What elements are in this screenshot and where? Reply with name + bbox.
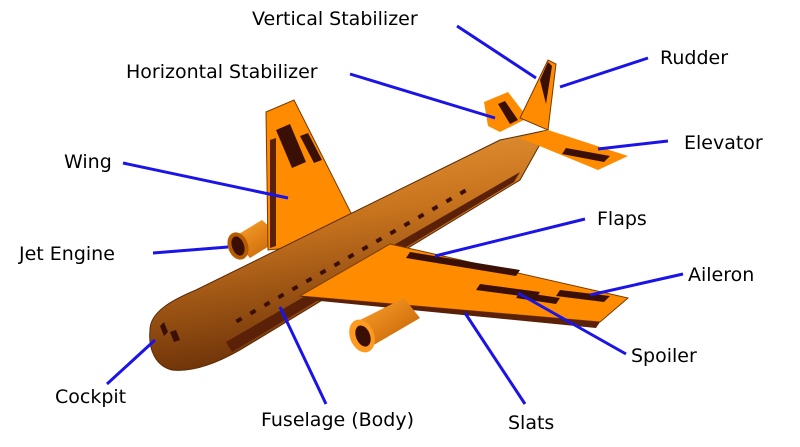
leader-fuselage xyxy=(278,306,328,405)
near-jet-engine xyxy=(349,298,420,353)
label-vertical-stabilizer: Vertical Stabilizer xyxy=(252,8,418,30)
label-elevator: Elevator xyxy=(684,132,763,154)
labels: Vertical Stabilizer Horizontal Stabilize… xyxy=(18,8,763,434)
far-horizontal-stabilizer xyxy=(484,92,528,132)
label-flaps: Flaps xyxy=(597,208,647,230)
leader-wing xyxy=(122,161,289,200)
leader-rudder xyxy=(559,56,649,89)
leader-lines xyxy=(105,24,684,405)
label-wing: Wing xyxy=(64,151,112,173)
leader-aileron xyxy=(589,272,684,297)
near-wing xyxy=(298,243,630,328)
leader-horizontal-stabilizer xyxy=(349,72,496,120)
label-spoiler: Spoiler xyxy=(631,345,697,367)
label-rudder: Rudder xyxy=(660,47,728,69)
label-cockpit: Cockpit xyxy=(55,386,126,408)
leader-jet-engine xyxy=(152,245,229,255)
label-slats: Slats xyxy=(508,412,554,434)
fuselage-shape xyxy=(149,129,549,371)
leader-cockpit xyxy=(105,338,157,386)
vertical-stabilizer-shape xyxy=(519,59,557,131)
leader-elevator xyxy=(597,139,669,151)
label-jet-engine: Jet Engine xyxy=(18,243,115,265)
near-horizontal-stabilizer xyxy=(520,130,628,170)
label-fuselage: Fuselage (Body) xyxy=(261,409,414,431)
leader-slats xyxy=(463,312,527,405)
leader-flaps xyxy=(434,217,586,258)
label-aileron: Aileron xyxy=(688,264,754,286)
label-horizontal-stabilizer: Horizontal Stabilizer xyxy=(126,61,318,83)
leader-spoiler xyxy=(517,291,627,356)
leader-vertical-stabilizer xyxy=(456,24,537,80)
